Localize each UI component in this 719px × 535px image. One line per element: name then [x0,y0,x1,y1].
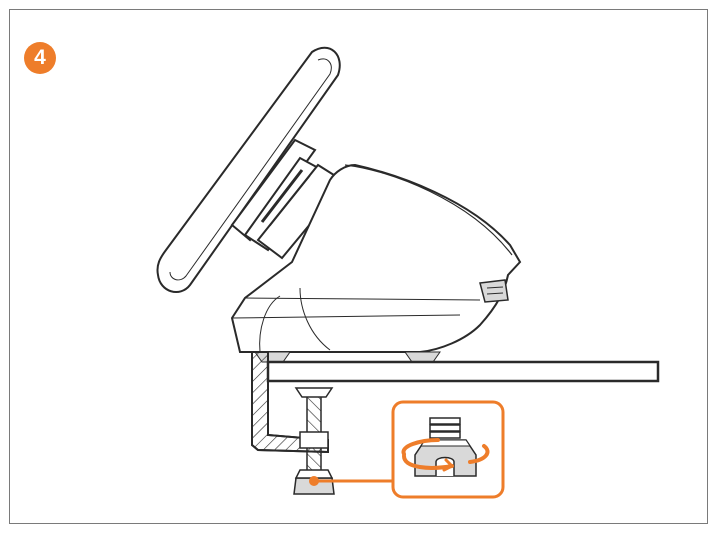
step-number: 4 [34,46,46,69]
knob-zoom-callout [391,400,505,499]
steering-wheel-icon [156,46,347,294]
wheel-base-icon [230,163,522,363]
table-clamp-icon [251,351,334,476]
clamp-knob-icon [293,469,335,495]
step-number-badge: 4 [24,42,56,74]
table-edge-icon [266,360,660,383]
rotate-arrow-icon [401,438,490,472]
